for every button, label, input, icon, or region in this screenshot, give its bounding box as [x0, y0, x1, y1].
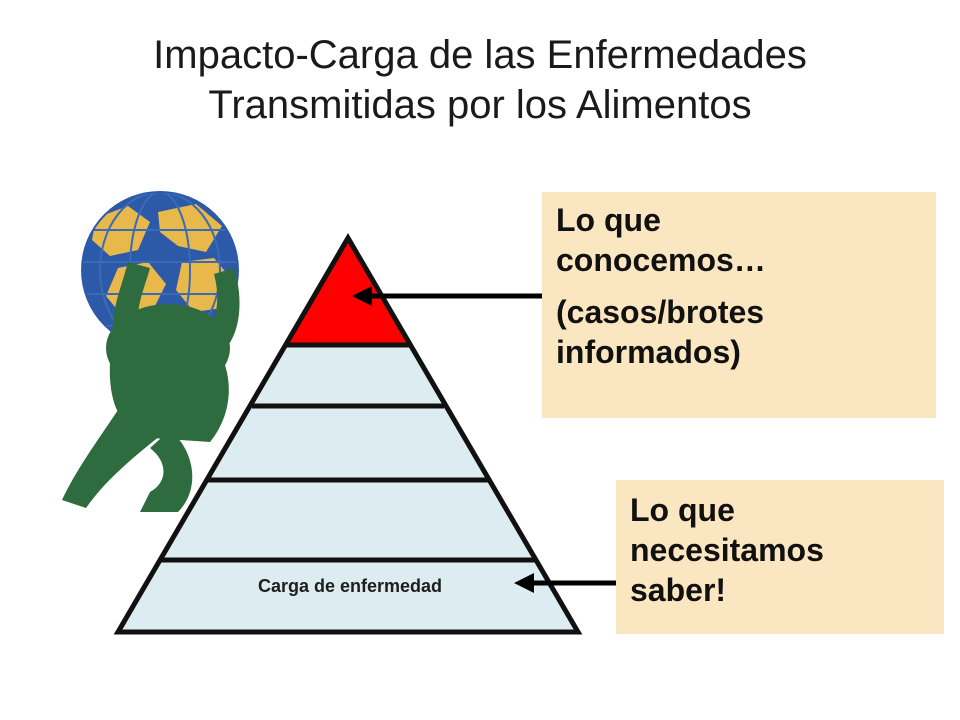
- callout-need-line-1: Lo que: [630, 492, 735, 528]
- pyramid-top-red: [287, 238, 409, 345]
- callout-known-line-1: Lo que: [556, 202, 661, 238]
- callout-known: Lo que conocemos… (casos/brotes informad…: [542, 192, 936, 418]
- callout-need-line-2: necesitamos: [630, 532, 824, 568]
- pyramid-outline: [113, 233, 583, 635]
- pyramid-layer-2: [252, 345, 444, 406]
- pyramid-base-label: Carga de enfermedad: [257, 576, 443, 596]
- arrow-to-top: [352, 286, 546, 306]
- title-line-1: Impacto-Carga de las Enfermedades: [153, 33, 807, 77]
- pyramid-layer-1: [206, 406, 490, 480]
- arrow-to-base: [514, 573, 616, 593]
- pyramid-base-layer: [118, 560, 578, 632]
- callout-need-line-3: saber!: [630, 572, 727, 608]
- figure-body: [62, 262, 240, 512]
- callout-known-line-4: informados): [556, 334, 741, 370]
- pyramid: [113, 233, 583, 635]
- title-line-2: Transmitidas por los Alimentos: [208, 83, 752, 127]
- callout-known-line-3: (casos/brotes: [556, 294, 765, 330]
- callout-known-line-2: conocemos…: [556, 242, 766, 278]
- pyramid-layer-3: [161, 480, 536, 560]
- callout-need-to-know: Lo que necesitamos saber!: [616, 480, 944, 634]
- slide-title: Impacto-Carga de las Enfermedades Transm…: [0, 30, 960, 130]
- atlas-carrying-globe-icon: [62, 191, 240, 512]
